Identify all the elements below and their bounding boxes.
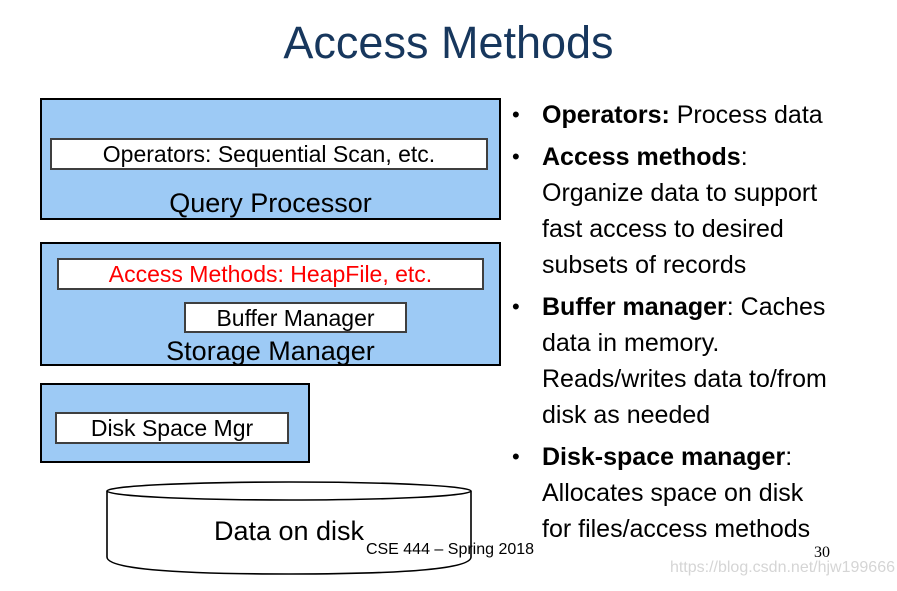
bullet-buffer-manager-text: Buffer manager: Caches data in memory. R… [542, 289, 892, 433]
slide-title: Access Methods [283, 17, 614, 68]
operators-box: Operators: Sequential Scan, etc. [50, 138, 488, 170]
page-number: 30 [814, 544, 830, 561]
bullet-rest: : Caches data in memory. Reads/writes da… [542, 293, 827, 429]
bullet-dot-icon: • [512, 294, 520, 319]
bullet-dot-icon: • [512, 102, 520, 127]
disk-cylinder: Data on disk [105, 480, 473, 577]
bullet-dot-icon: • [512, 444, 520, 469]
bullet-list: • Operators: Process data • Access metho… [512, 97, 892, 553]
bullet-term: Buffer manager [542, 293, 727, 321]
bullet-term: Access methods [542, 143, 741, 171]
bullet-term: Disk-space manager [542, 443, 786, 471]
bullet-access-methods: • Access methods: Organize data to suppo… [512, 139, 892, 283]
bullet-operators-text: Operators: Process data [542, 97, 892, 133]
query-processor-box: Operators: Sequential Scan, etc. Query P… [40, 98, 501, 220]
bullet-rest: Process data [669, 101, 823, 129]
bullet-dot-icon: • [512, 144, 520, 169]
bullet-term: Operators: [542, 101, 670, 129]
bullet-rest: : Allocates space on disk for files/acce… [542, 443, 811, 543]
storage-manager-box: Access Methods: HeapFile, etc. Buffer Ma… [40, 242, 501, 366]
bullet-buffer-manager: • Buffer manager: Caches data in memory.… [512, 289, 892, 433]
bullet-access-methods-text: Access methods: Organize data to support… [542, 139, 892, 283]
disk-space-layer-box: Disk Space Mgr [40, 383, 310, 463]
footer-course: CSE 444 – Spring 2018 [365, 541, 535, 558]
storage-manager-label: Storage Manager [166, 336, 375, 366]
access-methods-box: Access Methods: HeapFile, etc. [57, 258, 484, 290]
buffer-manager-box: Buffer Manager [184, 302, 407, 333]
bullet-disk-space-manager: • Disk-space manager: Allocates space on… [512, 439, 892, 547]
bullet-operators: • Operators: Process data [512, 97, 892, 133]
bullet-rest: : Organize data to support fast access t… [542, 143, 818, 279]
query-processor-label: Query Processor [169, 188, 372, 218]
disk-cylinder-shape [106, 481, 472, 575]
watermark: https://blog.csdn.net/hjw199666 [669, 559, 895, 576]
data-on-disk-label: Data on disk [213, 516, 365, 546]
disk-space-mgr-box: Disk Space Mgr [55, 412, 289, 444]
bullet-disk-space-manager-text: Disk-space manager: Allocates space on d… [542, 439, 892, 547]
